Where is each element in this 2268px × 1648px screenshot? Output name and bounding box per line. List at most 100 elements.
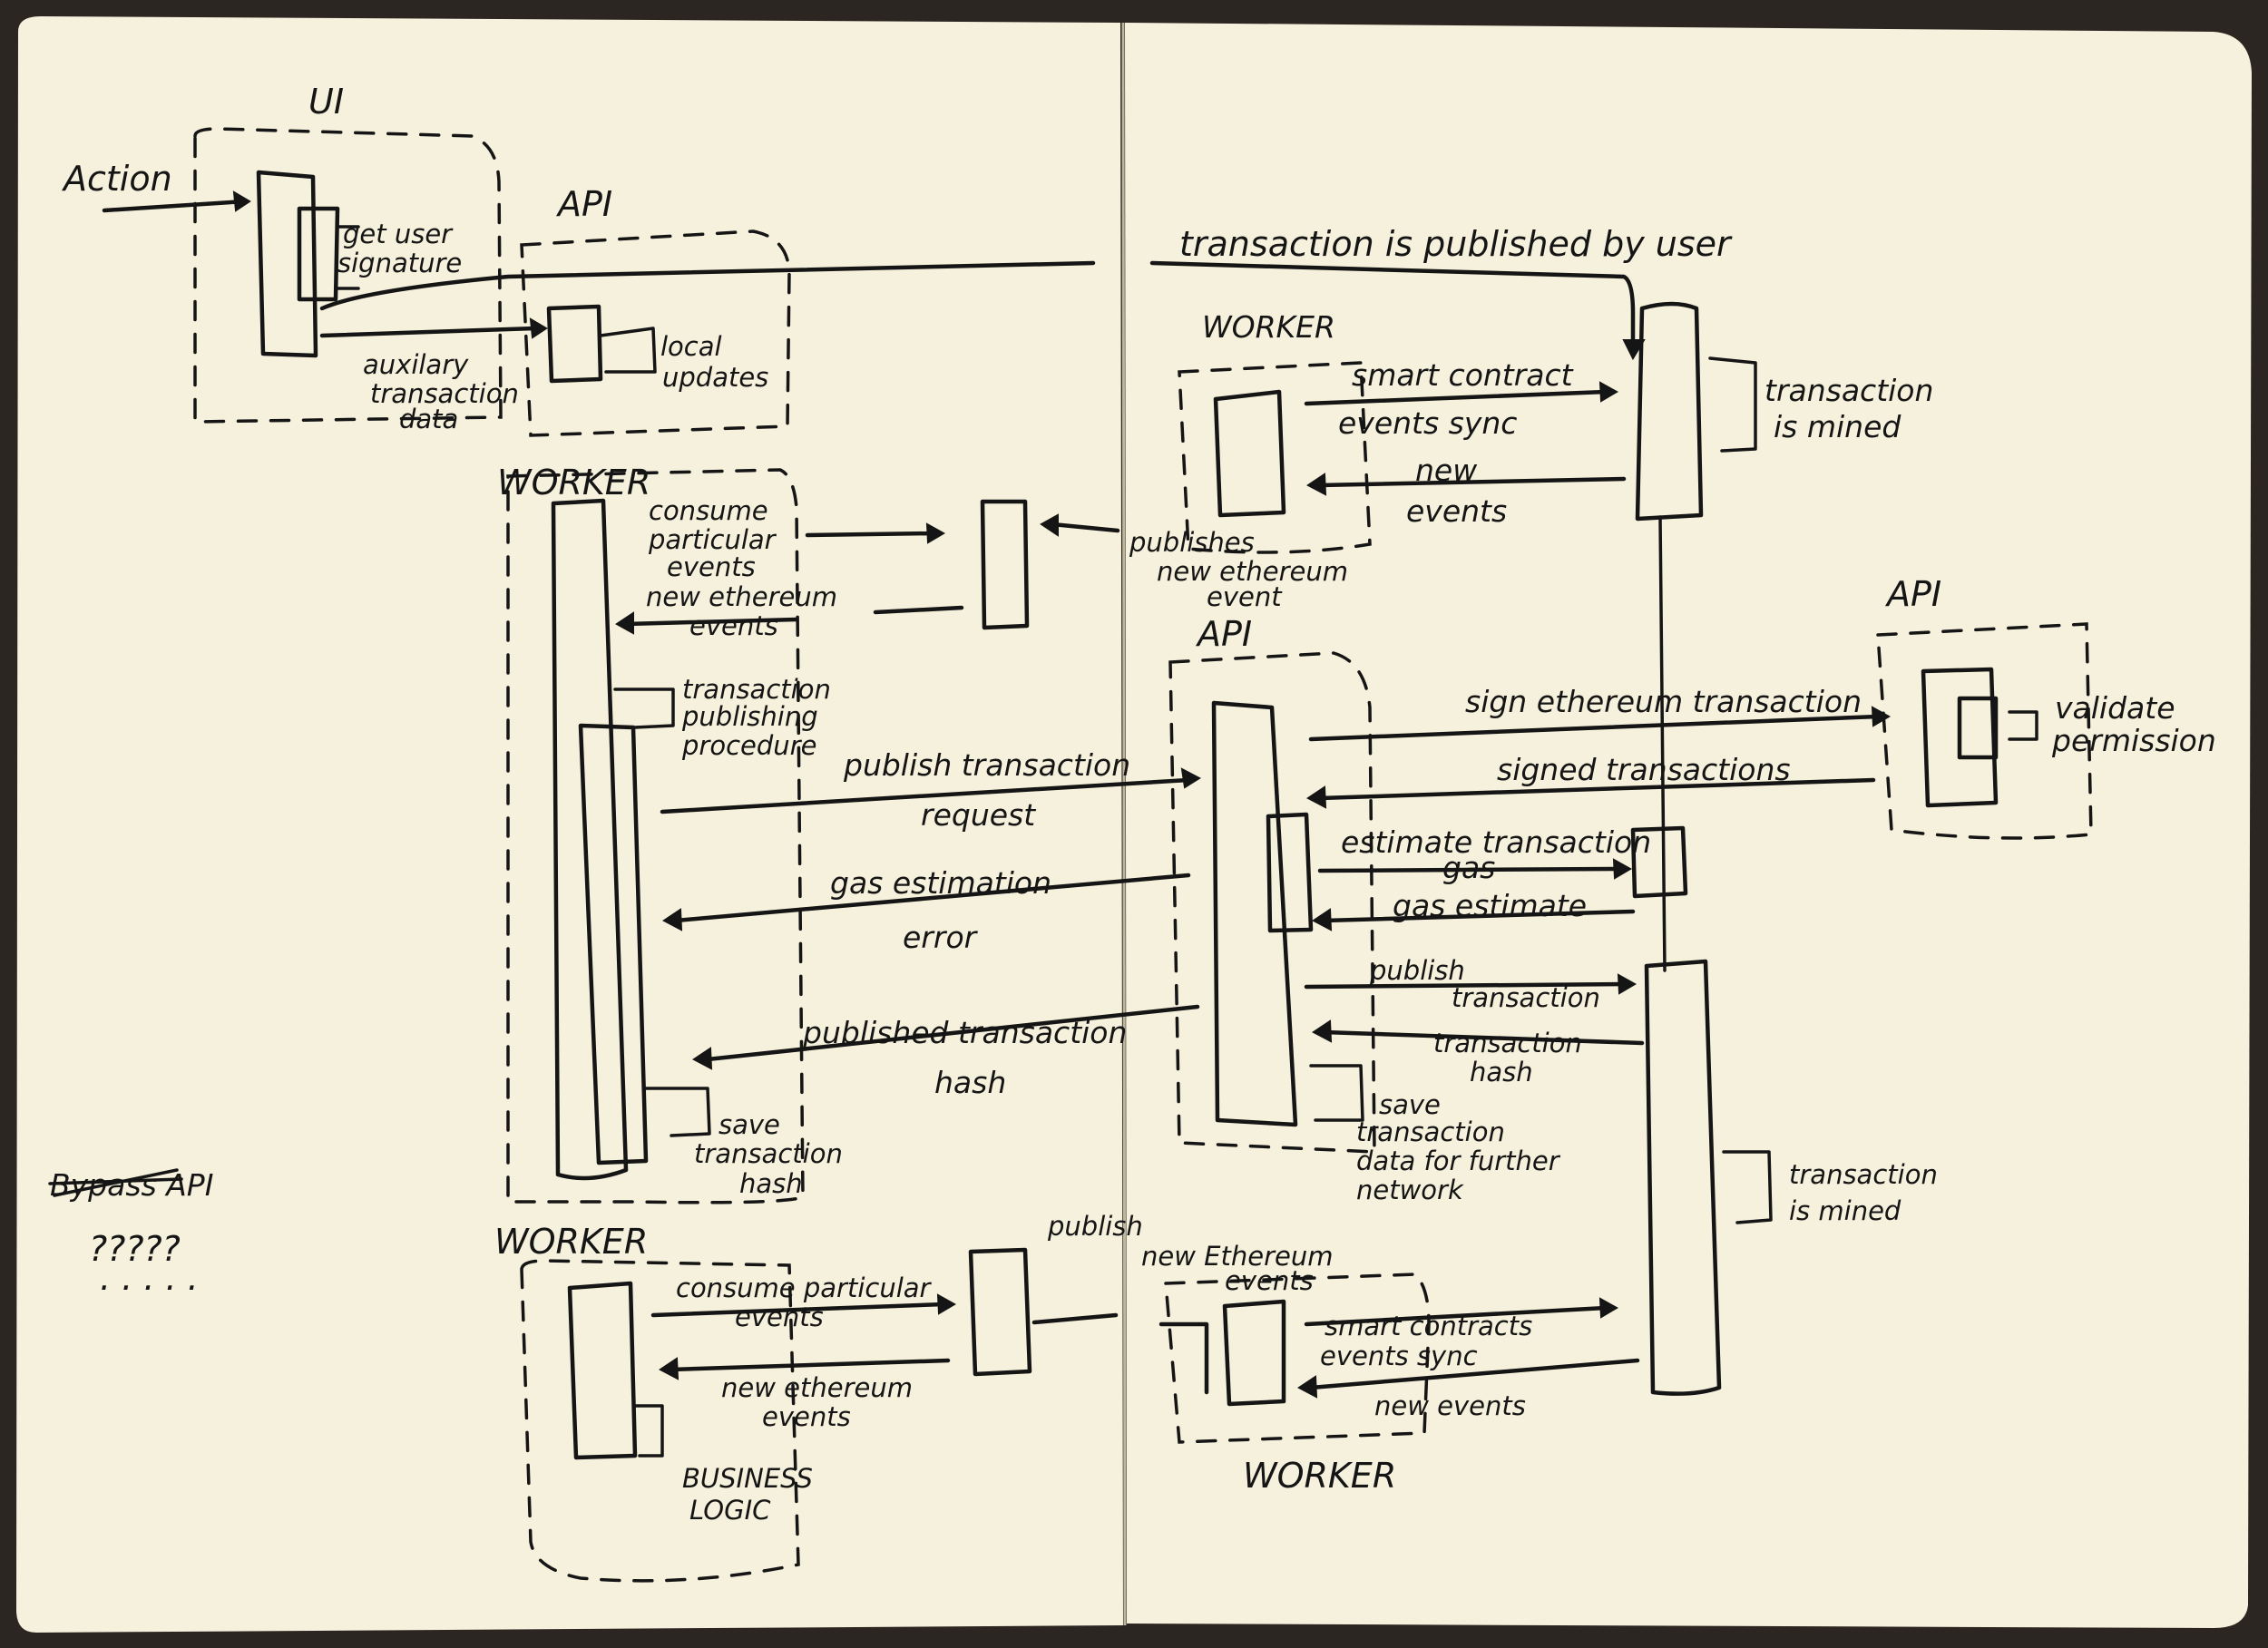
save-data-loop [1309,1064,1364,1122]
api-right-boundary [1876,622,2093,840]
worker-top-right-box [1213,389,1286,518]
publishing-procedure-loop [613,687,675,729]
chain-lifeline-top [1635,301,1704,522]
gas-estimate-label: gas estimate [1393,888,1587,923]
new-events-arrow-line [623,605,964,627]
validate-label-2: permission [2051,723,2216,758]
estimate-gas-arrowhead [1612,858,1633,880]
tx-mined-2-label-1: transaction [1789,1159,1938,1190]
event-queue-box-bottom [968,1247,1032,1377]
publish-tx-arrowhead [1617,973,1637,995]
consume-arrow-line [805,531,937,538]
right-page [1125,23,2252,1628]
published-hash-label-2: hash [934,1065,1006,1100]
new-events-right-line [1317,476,1627,488]
get-signature-label-2: signature [337,248,462,278]
new-events-arrowhead [615,611,634,635]
worker-left-boundary [506,468,805,1204]
tx-mined-loop-2 [1722,1150,1773,1224]
consume-arrowhead [925,522,946,544]
publish-tx-label-1: publish [1369,955,1465,986]
new-eth-label-2: events [689,610,778,641]
aux-label-1: auxilary [363,349,469,380]
publish-request-arrowhead [1180,767,1202,789]
validate-loop [2008,710,2038,741]
new-eth-bottom-label-2: events [762,1401,851,1432]
published-by-user-arrowhead [1622,339,1646,361]
sc-sync-bottom-line [1304,1305,1608,1327]
aux-data-arrowhead [529,317,548,339]
signed-tx-line [1317,777,1876,801]
save-data-label-1: save [1379,1089,1441,1120]
consume-label-1: consume [649,495,768,526]
save-hash-label-3: hash [739,1168,803,1199]
procedure-label-3: procedure [681,730,816,761]
strike-through [48,1168,183,1197]
gas-error-label-1: gas estimation [830,865,1051,901]
ui-boundary [193,127,503,424]
new-events-right-label-2: events [1406,493,1507,529]
consume-bottom-arrowhead [936,1293,957,1315]
sign-tx-line [1308,714,1881,742]
api-middle-label: API [1195,614,1252,654]
publish-request-line [660,777,1191,814]
publish-request-label-2: request [921,797,1036,833]
ui-lifeline [256,170,318,358]
question-dots: . . . . . [100,1258,199,1298]
api-right-box [1921,667,1999,808]
question-marks: ????? [89,1229,181,1269]
api-top-box [546,304,603,384]
action-label: Action [61,159,172,199]
gas-error-label-2: error [903,920,979,955]
worker-bottom-boundary [520,1259,800,1583]
worker-bottom-right-label: WORKER [1243,1456,1396,1496]
gas-estimator-box [1630,825,1688,899]
save-data-label-4: network [1356,1175,1464,1205]
sc-sync-arrowhead [1598,381,1619,403]
sc-sync-line [1304,389,1608,406]
validate-label-1: validate [2055,690,2175,726]
worker-bottom-label: WORKER [494,1222,648,1262]
tx-mined-label-1: transaction [1765,373,1933,408]
procedure-label-2: publishing [681,701,818,732]
chain-lifeline-bottom [1644,959,1722,1396]
api-middle-lifeline [1211,700,1298,1127]
new-events-bottom-arrowhead [1297,1375,1318,1399]
tx-published-by-user-label: transaction is published by user [1179,224,1733,264]
publish-request-label-1: publish transaction [843,747,1130,783]
consume-label-3: events [667,551,756,582]
tx-mined-loop [1708,356,1757,453]
gas-error-arrowhead [662,908,683,931]
save-data-label-3: data for further [1356,1146,1561,1176]
estimate-gas-label-1: estimate transaction [1341,824,1651,860]
save-hash-label-2: transaction [694,1138,843,1169]
publish-events-label-1: publish [1047,1211,1143,1242]
new-events-right-label-1: new [1415,453,1478,488]
sc-sync-label-2: events sync [1338,405,1517,441]
publishes-label-1: publishes [1129,527,1255,558]
sign-tx-label: sign ethereum transaction [1465,684,1862,719]
publishes-arrow-line [1050,522,1120,533]
business-logic-loop [633,1404,664,1458]
consume-bottom-label-2: events [735,1302,824,1332]
worker-left-activation [578,723,649,1165]
published-hash-line [705,1004,1200,1062]
consume-bottom-arrow [650,1302,946,1318]
sign-tx-arrowhead [1871,706,1892,727]
new-eth-bottom-label-1: new ethereum [721,1372,913,1403]
signature-activation [297,206,340,302]
estimate-gas-line [1317,866,1622,873]
new-eth-bottom-arrow [669,1358,951,1372]
gas-error-line [673,873,1191,923]
tx-hash-arrowhead [1312,1019,1333,1043]
signature-loop [336,225,360,290]
gas-estimate-line [1322,909,1636,923]
new-events-right-arrowhead [1306,473,1327,496]
save-data-label-2: transaction [1356,1117,1505,1147]
left-page [16,16,1123,1633]
sc-sync-bottom-arrowhead [1598,1297,1619,1319]
tx-hash-label-2: hash [1470,1057,1533,1087]
validate-activation [1957,696,1999,760]
sc-sync-bottom-label-2: events sync [1320,1341,1478,1371]
local-updates-label-2: updates [662,362,768,393]
